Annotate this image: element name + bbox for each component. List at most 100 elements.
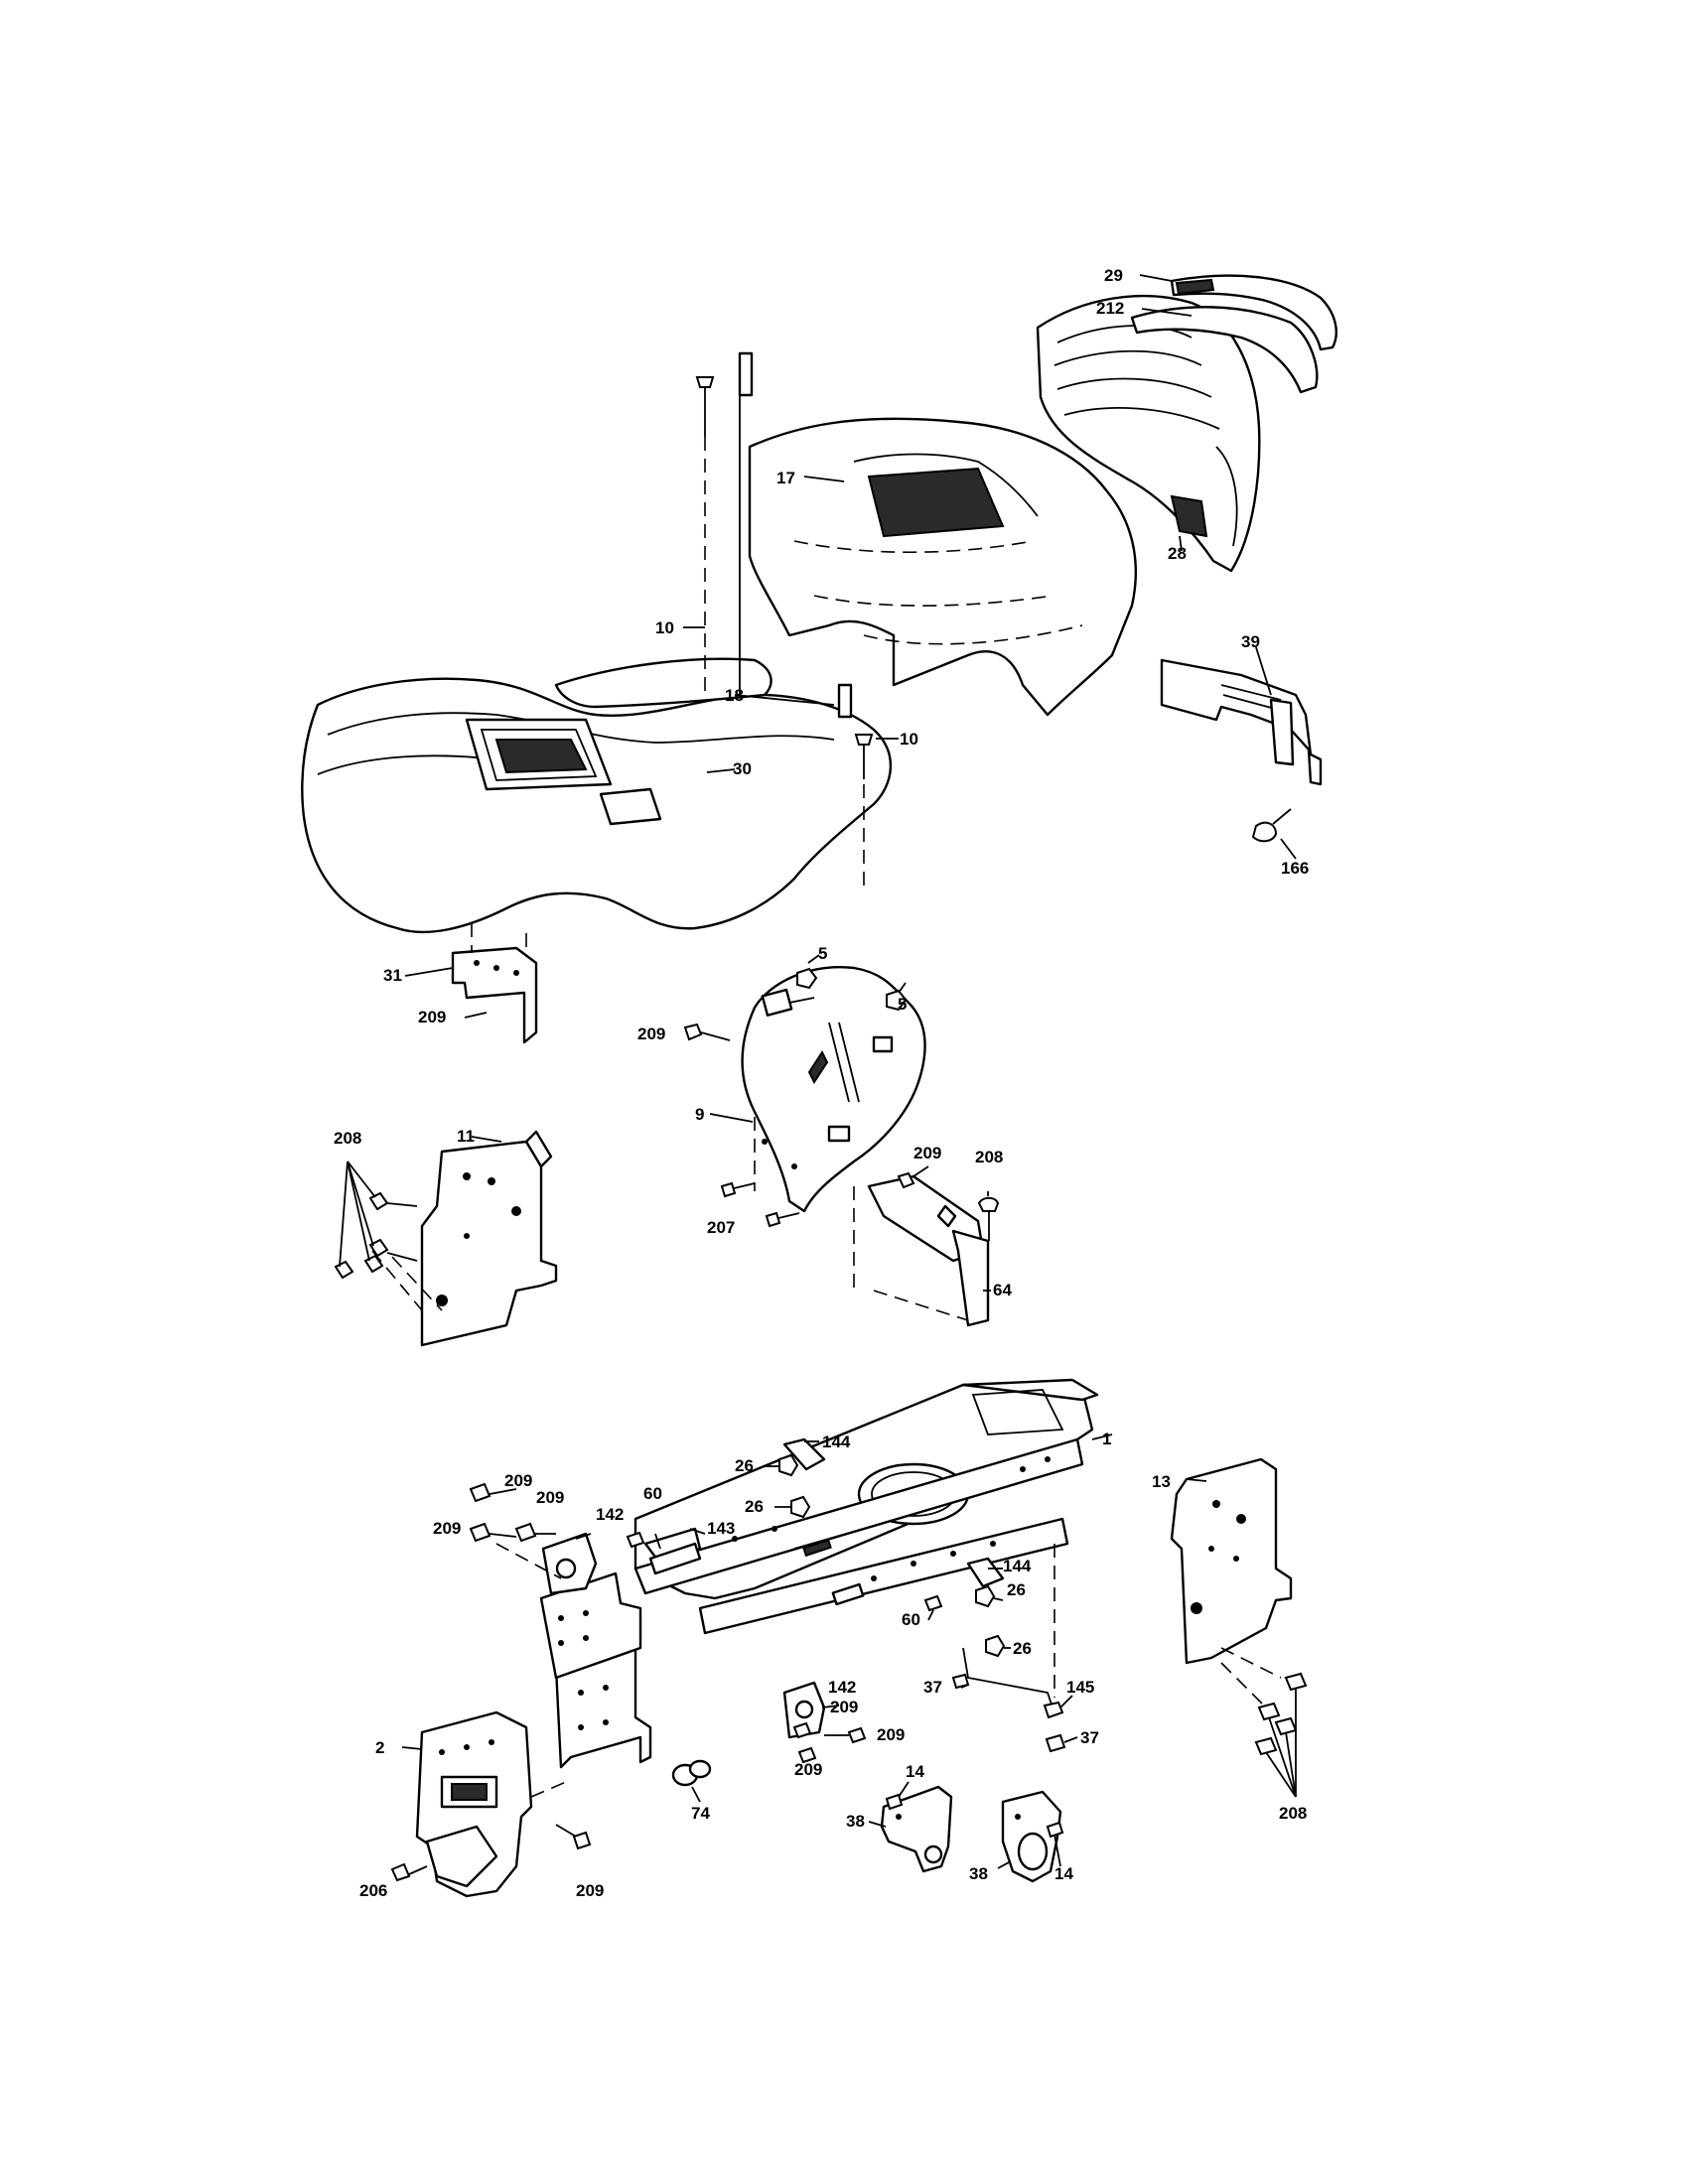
- hood-part: [748, 417, 1138, 717]
- callout-208-left: 208: [334, 1129, 361, 1148]
- grille-part: [1036, 294, 1261, 573]
- side-panel-11: [371, 1130, 558, 1347]
- clip-144a: [782, 1437, 826, 1471]
- callout-208-mid: 208: [975, 1148, 1003, 1166]
- nut-26c: [975, 1584, 996, 1608]
- bracket-142b: [782, 1681, 826, 1739]
- screws-208c: [1254, 1672, 1308, 1798]
- screws-209d: [469, 1482, 562, 1579]
- callout-209-bracket: 209: [418, 1008, 446, 1026]
- callout-11: 11: [457, 1127, 475, 1146]
- bushing-74: [671, 1759, 712, 1803]
- leader-lines: [401, 274, 1297, 1750]
- callout-1: 1: [1102, 1430, 1111, 1448]
- screw-60b: [923, 1594, 943, 1612]
- callout-209-j: 209: [576, 1881, 604, 1900]
- callout-64: 64: [993, 1281, 1012, 1299]
- screw-60a: [626, 1531, 645, 1549]
- callout-209-d: 209: [504, 1471, 532, 1490]
- callout-17: 17: [776, 469, 795, 487]
- callout-166: 166: [1281, 859, 1309, 878]
- bracket-143: [643, 1527, 702, 1575]
- callout-144-top: 144: [822, 1433, 851, 1451]
- callout-labels: 29 212 17 28 10 18 10 30 39 166 31 209 5…: [334, 266, 1309, 1900]
- screw-206: [390, 1862, 428, 1882]
- screw-209j: [555, 1824, 592, 1850]
- callout-39: 39: [1241, 632, 1260, 651]
- callout-209-e: 209: [536, 1488, 564, 1507]
- screw-209b: [683, 1023, 731, 1041]
- screws-207: [720, 1181, 800, 1228]
- callout-145: 145: [1066, 1678, 1094, 1697]
- bracket-64: [853, 1174, 990, 1327]
- callout-209-i: 209: [794, 1760, 822, 1779]
- bracket-39: [1160, 658, 1323, 786]
- callout-74: 74: [691, 1804, 710, 1823]
- callout-5-left: 5: [818, 944, 827, 963]
- nut-26d: [985, 1634, 1006, 1658]
- callout-31: 31: [383, 966, 402, 985]
- callout-37-a: 37: [923, 1678, 942, 1697]
- callout-143: 143: [707, 1519, 735, 1538]
- callout-26-b: 26: [745, 1497, 764, 1516]
- hood-assembly: [301, 274, 1337, 1044]
- callout-10-upper: 10: [655, 618, 674, 637]
- nut-5b: [886, 989, 908, 1012]
- rod-145: [962, 1544, 1064, 1719]
- callout-206: 206: [359, 1881, 387, 1900]
- callout-144-b: 144: [1003, 1557, 1032, 1575]
- nut-26a: [778, 1453, 799, 1477]
- screws-208a: [334, 1160, 418, 1280]
- callout-209-h: 209: [877, 1725, 905, 1744]
- callout-14-a: 14: [906, 1762, 924, 1781]
- callout-209-g: 209: [830, 1698, 858, 1716]
- bracket-38b: [997, 1790, 1064, 1883]
- callout-60-b: 60: [902, 1610, 920, 1629]
- clip-144b: [966, 1557, 1005, 1588]
- callout-26-c: 26: [1007, 1580, 1026, 1599]
- callout-212: 212: [1096, 299, 1124, 318]
- callout-18: 18: [725, 686, 744, 705]
- bolt-208b: [977, 1196, 1000, 1241]
- callout-9: 9: [695, 1105, 704, 1124]
- screws-209g: [792, 1721, 867, 1764]
- nut-26b: [790, 1495, 811, 1519]
- panel-18: [554, 351, 853, 719]
- hood-trim-212: [1130, 306, 1319, 394]
- callout-209-f: 209: [433, 1519, 461, 1538]
- callout-26-a: 26: [735, 1456, 754, 1475]
- main-frame-part: [539, 1378, 1099, 1769]
- bolt-10a: [695, 376, 715, 695]
- hood-trim-29: [1170, 274, 1337, 351]
- callout-37-b: 37: [1080, 1728, 1099, 1747]
- callout-38-a: 38: [846, 1812, 865, 1831]
- callout-208-right: 208: [1279, 1804, 1307, 1823]
- frame-assembly: [390, 1378, 1308, 1898]
- bolt-10b: [854, 734, 874, 893]
- callout-2: 2: [375, 1738, 384, 1757]
- callout-26-d: 26: [1013, 1639, 1032, 1658]
- bracket-142a: [541, 1532, 598, 1595]
- callout-5-right: 5: [898, 995, 907, 1014]
- screw-37b: [1045, 1733, 1066, 1753]
- fender-deck-part: [301, 677, 893, 934]
- nut-5a: [796, 967, 818, 990]
- callout-28: 28: [1168, 544, 1187, 563]
- bracket-31: [451, 923, 538, 1044]
- callout-142-b: 142: [828, 1678, 856, 1697]
- callout-207: 207: [707, 1218, 735, 1237]
- callout-29: 29: [1104, 266, 1123, 285]
- bumper-2: [415, 1710, 567, 1898]
- side-panel-13: [1170, 1457, 1293, 1713]
- bracket-38a: [868, 1781, 953, 1873]
- callout-14-b: 14: [1054, 1864, 1073, 1883]
- callout-10-lower: 10: [900, 730, 918, 749]
- callout-30: 30: [733, 759, 752, 778]
- screw-166: [1251, 808, 1292, 843]
- callout-142-a: 142: [596, 1505, 624, 1524]
- callout-13: 13: [1152, 1472, 1171, 1491]
- dash-panel-9: [741, 966, 926, 1213]
- screw-209c: [897, 1171, 915, 1189]
- dash-assembly: [334, 966, 1000, 1347]
